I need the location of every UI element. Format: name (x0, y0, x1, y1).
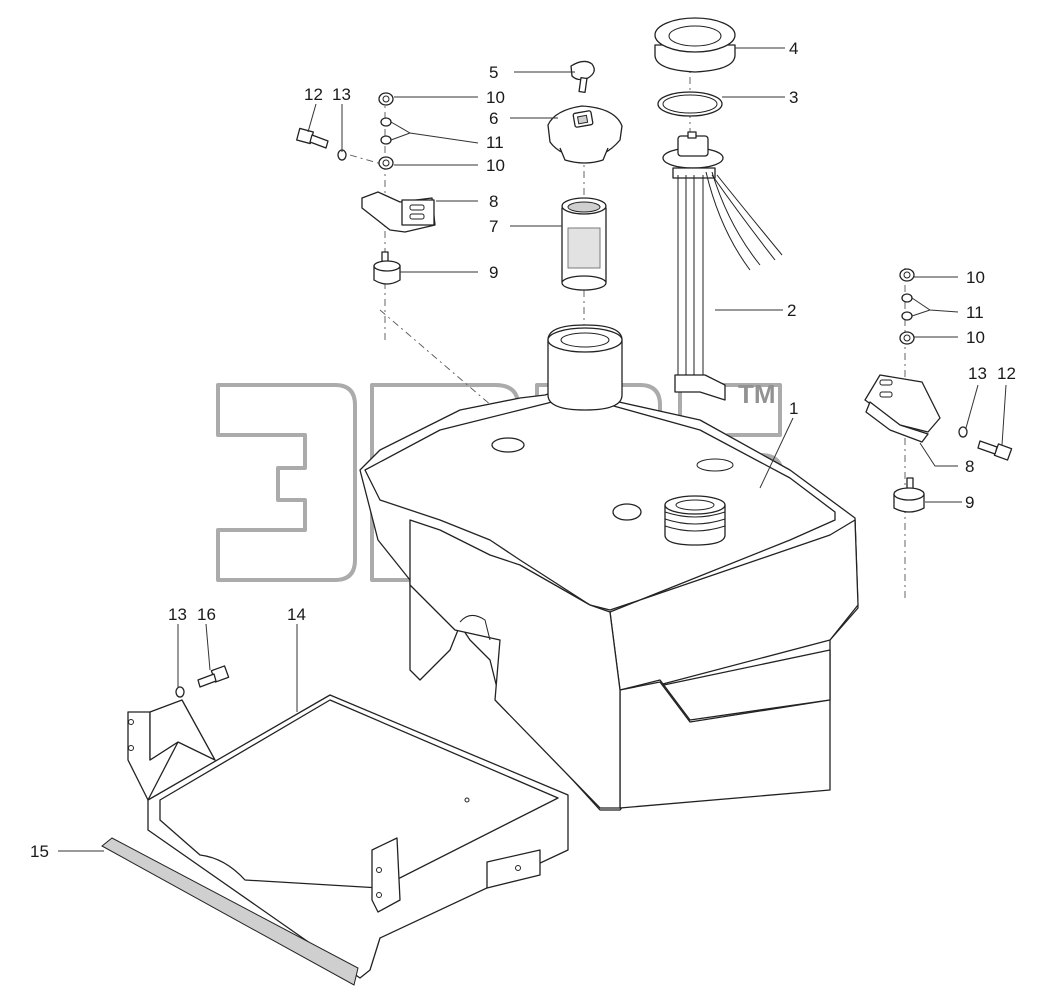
callout-16: 16 (197, 605, 216, 624)
callout-12-left: 12 (304, 85, 323, 104)
callout-13-right: 13 (968, 364, 987, 383)
callout-10-left-top: 10 (486, 88, 505, 107)
part-nut-right-top (899, 268, 915, 282)
callout-2: 2 (787, 301, 796, 320)
part-clamp-ring (654, 17, 736, 73)
part-buffer-left (373, 251, 401, 285)
leader-lines (58, 47, 1007, 852)
part-washer-right-a (901, 293, 913, 303)
callout-6: 6 (489, 109, 498, 128)
callout-13-tray: 13 (168, 605, 187, 624)
part-nut-right-bottom (899, 331, 915, 345)
part-filler-cap (547, 105, 623, 164)
callout-14: 14 (287, 605, 306, 624)
callout-12-right: 12 (997, 364, 1016, 383)
watermark-tm-mark: ТМ (738, 379, 776, 409)
part-washer-left-b (380, 135, 392, 145)
part-nut-left-top (378, 92, 394, 106)
callout-10-right-top: 10 (966, 268, 985, 287)
callout-15: 15 (30, 842, 49, 861)
callout-5: 5 (489, 63, 498, 82)
part-key (570, 60, 595, 93)
part-rubber-strip (101, 837, 359, 986)
callout-labels: 4 3 2 1 5 6 7 8 8 9 9 10 10 10 10 11 11 … (30, 39, 1016, 861)
callout-13-left: 13 (332, 85, 351, 104)
part-bolt-tray (197, 665, 230, 688)
part-bracket-right (864, 374, 941, 443)
callout-8-right: 8 (965, 457, 974, 476)
part-bolt-right (977, 440, 1013, 461)
part-buffer-right (893, 477, 925, 513)
part-bracket-left (361, 191, 436, 233)
callout-7: 7 (489, 217, 498, 236)
part-bolt-left (296, 127, 329, 149)
part-fuel-tank (359, 324, 859, 811)
part-washer-left-a (380, 117, 392, 127)
part-support-tray (127, 694, 569, 979)
part-fuel-level-sensor (662, 131, 783, 401)
tank-sensor-boss (664, 495, 726, 546)
part-washer-tray (175, 686, 185, 698)
callout-9-right: 9 (965, 493, 974, 512)
callout-4: 4 (789, 39, 798, 58)
tank-boss-left (491, 437, 525, 453)
callout-11-left: 11 (486, 133, 504, 152)
callout-11-right: 11 (966, 303, 984, 322)
part-washer-right-spring (958, 426, 968, 438)
callout-10-right-bottom: 10 (966, 328, 985, 347)
part-o-ring (657, 91, 723, 117)
callout-10-left-bottom: 10 (486, 156, 505, 175)
tank-boss-front (612, 503, 642, 521)
part-washer-right-b (901, 311, 913, 321)
part-nut-left-bottom (378, 156, 394, 170)
callout-8-left: 8 (489, 192, 498, 211)
callout-1: 1 (789, 399, 798, 418)
callout-9-left: 9 (489, 263, 498, 282)
callout-3: 3 (789, 88, 798, 107)
part-strainer (561, 197, 607, 291)
